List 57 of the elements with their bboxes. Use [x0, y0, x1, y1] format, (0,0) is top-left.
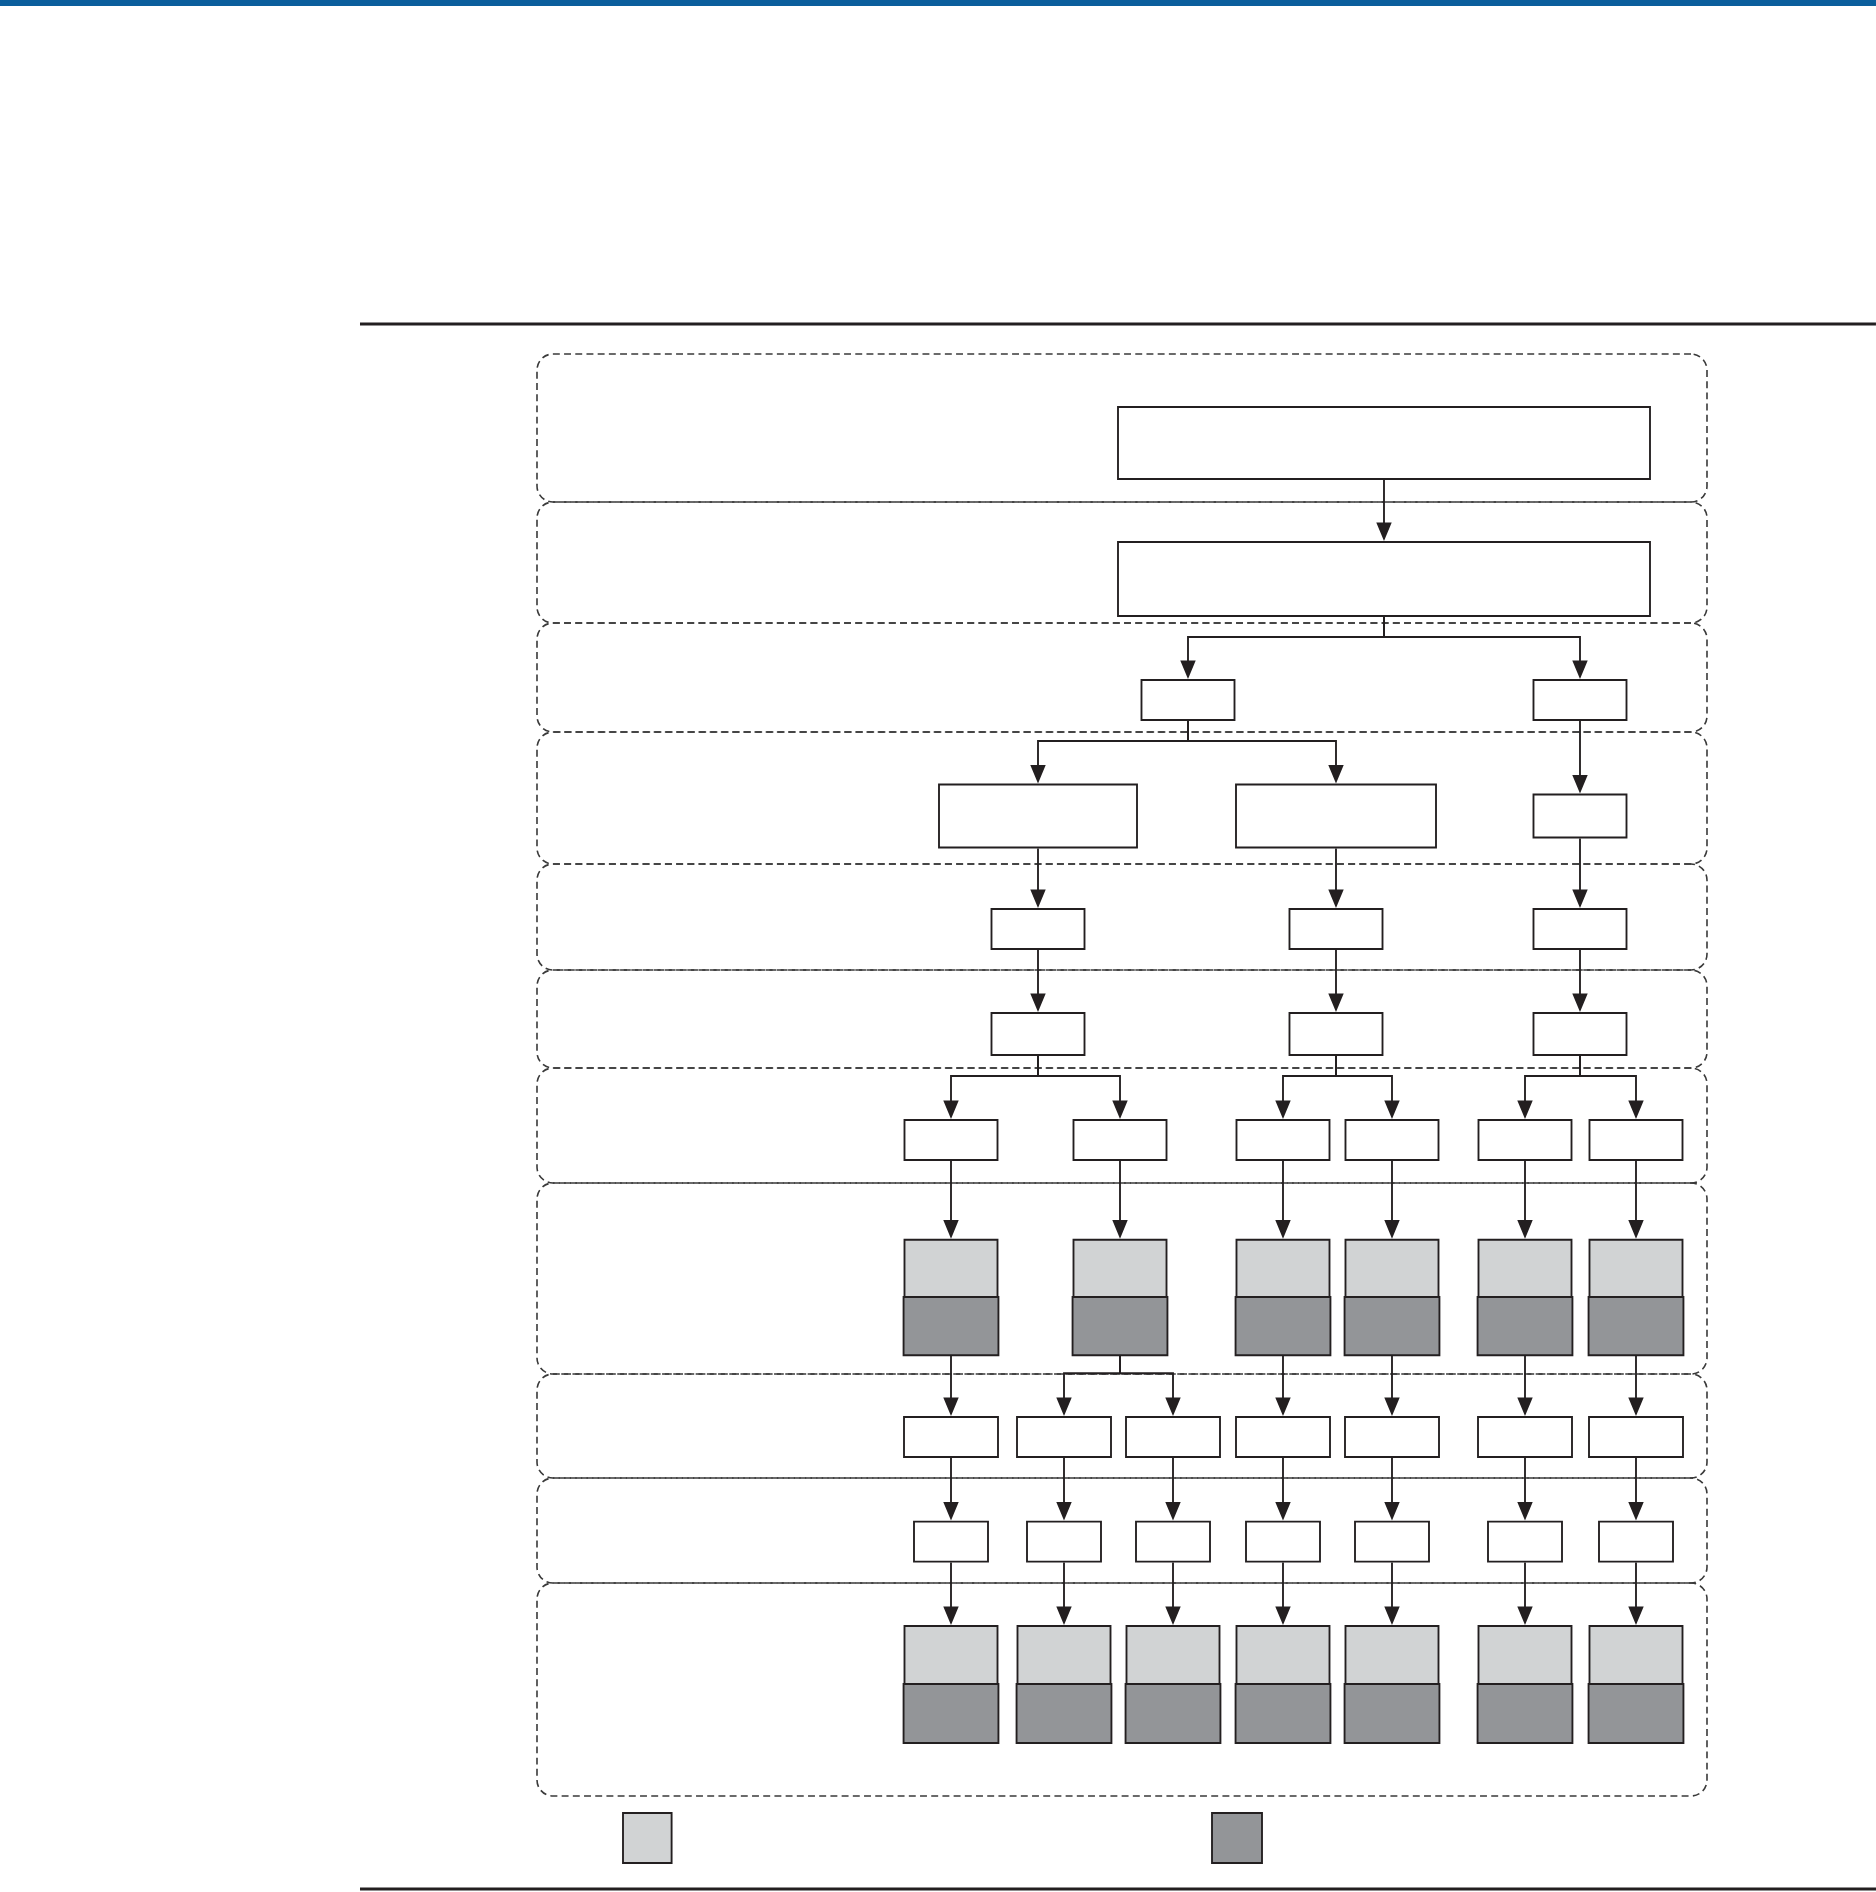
process-box — [913, 1520, 989, 1563]
stacked-block — [1234, 1625, 1332, 1744]
process-box — [1532, 679, 1628, 721]
dashed-band — [536, 1373, 1708, 1479]
dashed-band — [536, 1182, 1708, 1375]
stacked-block — [1343, 1238, 1441, 1357]
process-box — [1487, 1520, 1563, 1563]
stacked-block — [1124, 1625, 1222, 1744]
stacked-block — [1476, 1238, 1574, 1357]
process-box — [1532, 793, 1628, 839]
process-box — [1135, 1520, 1211, 1563]
dashed-band — [536, 622, 1708, 733]
process-box — [1588, 1416, 1684, 1458]
process-box — [1288, 1012, 1384, 1056]
process-box — [1245, 1520, 1321, 1563]
stacked-block — [902, 1625, 1000, 1744]
dashed-band — [536, 1477, 1708, 1584]
stacked-block — [1587, 1625, 1685, 1744]
dashed-band — [536, 501, 1708, 624]
process-box — [1072, 1119, 1168, 1161]
dashed-band — [536, 731, 1708, 865]
process-box — [1344, 1119, 1440, 1161]
process-box — [1477, 1119, 1573, 1161]
process-box — [1354, 1520, 1430, 1563]
dashed-band — [536, 969, 1708, 1069]
stacked-block — [1343, 1625, 1441, 1744]
dashed-band — [536, 1582, 1708, 1797]
process-box — [1477, 1416, 1573, 1458]
process-box — [1125, 1416, 1221, 1458]
process-box — [1532, 1012, 1628, 1056]
stacked-block — [902, 1238, 1000, 1357]
process-box — [1235, 1119, 1331, 1161]
process-box — [1598, 1520, 1674, 1563]
process-box — [990, 908, 1086, 950]
dashed-band — [536, 863, 1708, 971]
process-box — [1532, 908, 1628, 950]
process-box — [1117, 541, 1651, 617]
process-box — [1588, 1119, 1684, 1161]
process-box — [990, 1012, 1086, 1056]
process-box — [1235, 1416, 1331, 1458]
process-box — [1117, 406, 1651, 480]
stacked-block — [1587, 1238, 1685, 1357]
dashed-band — [536, 1067, 1708, 1184]
process-box — [1016, 1416, 1112, 1458]
process-box — [938, 783, 1138, 849]
stacked-block — [1476, 1625, 1574, 1744]
process-box — [1235, 783, 1437, 849]
stacked-block — [1071, 1238, 1169, 1357]
process-box — [1288, 908, 1384, 950]
process-box — [903, 1416, 999, 1458]
stacked-block — [1015, 1625, 1113, 1744]
process-box — [1026, 1520, 1102, 1563]
dashed-band — [536, 353, 1708, 503]
process-box — [1344, 1416, 1440, 1458]
process-box — [1140, 679, 1236, 721]
stacked-block — [1234, 1238, 1332, 1357]
process-box — [903, 1119, 999, 1161]
